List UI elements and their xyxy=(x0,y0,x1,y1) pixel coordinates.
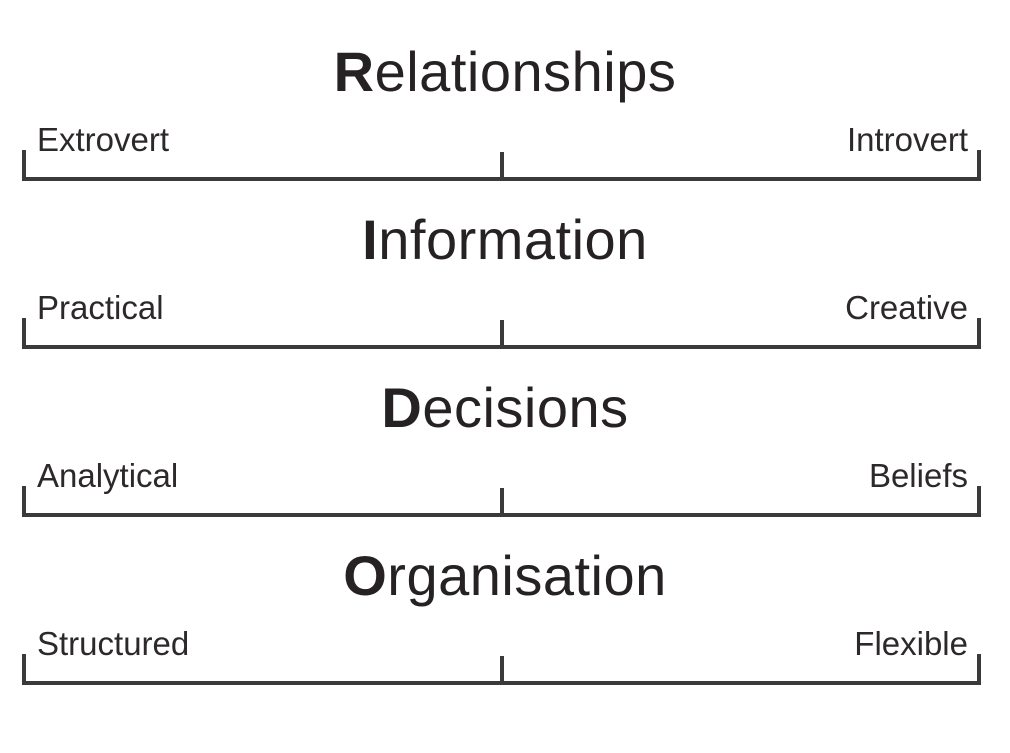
scale-section-information: Information Practical Creative xyxy=(0,182,1010,350)
section-title-organisation: Organisation xyxy=(0,542,1010,609)
pole-labels: Analytical Beliefs xyxy=(37,459,968,492)
title-initial-letter: R xyxy=(333,40,375,103)
title-initial-letter: D xyxy=(381,376,423,439)
scale-section-relationships: Relationships Extrovert Introvert xyxy=(0,14,1010,182)
left-pole-label-structured: Structured xyxy=(37,625,190,662)
title-rest: nformation xyxy=(378,208,648,271)
title-initial-letter: I xyxy=(362,208,379,271)
center-tick-mark xyxy=(499,320,504,345)
left-pole-label-analytical: Analytical xyxy=(37,457,179,494)
title-rest: ecisions xyxy=(422,376,629,439)
title-initial-letter: O xyxy=(343,544,388,607)
center-tick-mark xyxy=(499,152,504,177)
right-pole-label-flexible: Flexible xyxy=(854,625,968,662)
pole-labels: Extrovert Introvert xyxy=(37,123,968,156)
center-tick-mark xyxy=(499,488,504,513)
center-tick-mark xyxy=(499,656,504,681)
scale-line xyxy=(22,150,981,181)
title-rest: elationships xyxy=(374,40,677,103)
section-title-decisions: Decisions xyxy=(0,374,1010,441)
section-title-relationships: Relationships xyxy=(0,38,1010,105)
right-pole-label-introvert: Introvert xyxy=(846,121,968,158)
pole-labels: Practical Creative xyxy=(37,291,968,324)
left-pole-label-practical: Practical xyxy=(37,289,164,326)
section-title-information: Information xyxy=(0,206,1010,273)
scale-line xyxy=(22,654,981,685)
scale-line xyxy=(22,318,981,349)
right-pole-label-beliefs: Beliefs xyxy=(868,457,968,494)
right-pole-label-creative: Creative xyxy=(845,289,968,326)
scale-section-organisation: Organisation Structured Flexible xyxy=(0,518,1010,686)
scale-section-decisions: Decisions Analytical Beliefs xyxy=(0,350,1010,518)
title-rest: rganisation xyxy=(387,544,667,607)
pole-labels: Structured Flexible xyxy=(37,627,968,660)
left-pole-label-extrovert: Extrovert xyxy=(37,121,170,158)
scale-line xyxy=(22,486,981,517)
